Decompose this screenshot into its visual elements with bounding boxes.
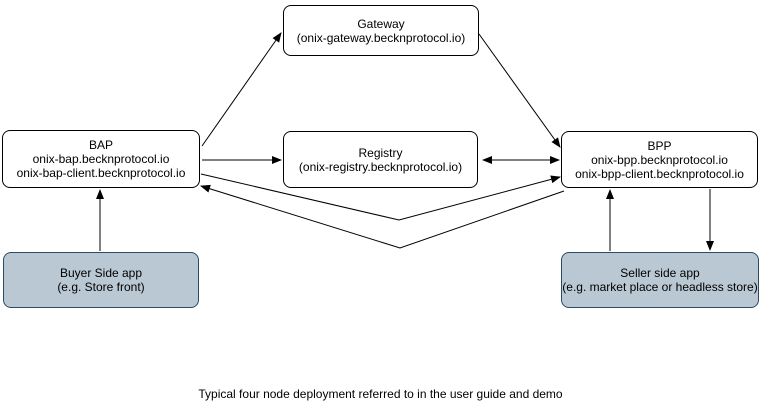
node-bap: BAP onix-bap.becknprotocol.io onix-bap-c…	[2, 130, 200, 188]
node-bpp-title: BPP	[647, 138, 672, 153]
edge-gateway-to-bpp	[478, 33, 561, 148]
node-seller-side-app: Seller side app (e.g. market place or he…	[561, 252, 759, 308]
edge-bpp-to-bap	[200, 184, 565, 249]
node-bap-title: BAP	[88, 138, 113, 152]
node-buyer-title: Buyer Side app	[59, 266, 143, 280]
node-registry-title: Registry	[358, 145, 403, 160]
node-bap-client-domain: onix-bap-client.becknprotocol.io	[16, 166, 186, 180]
edge-bap-to-bpp	[200, 173, 561, 221]
node-bpp: BPP onix-bpp.becknprotocol.io onix-bpp-c…	[561, 131, 758, 188]
node-gateway-domain: (onix-gateway.becknprotocol.io)	[296, 30, 466, 45]
edge-bap-to-gateway	[201, 32, 282, 147]
node-seller-title: Seller side app	[620, 266, 700, 280]
node-gateway-title: Gateway	[357, 16, 405, 31]
node-bpp-client-domain: onix-bpp-client.becknprotocol.io	[575, 166, 744, 181]
node-seller-example: (e.g. market place or headless store)	[562, 280, 758, 294]
node-bap-domain: onix-bap.becknprotocol.io	[32, 152, 170, 166]
node-gateway: Gateway (onix-gateway.becknprotocol.io)	[283, 5, 479, 56]
diagram-caption: Typical four node deployment referred to…	[198, 387, 563, 401]
node-registry-domain: (onix-registry.becknprotocol.io)	[298, 159, 463, 174]
node-bpp-domain: onix-bpp.becknprotocol.io	[591, 152, 728, 167]
node-buyer-example: (e.g. Store front)	[57, 280, 145, 294]
node-buyer-side-app: Buyer Side app (e.g. Store front)	[3, 252, 199, 308]
node-registry: Registry (onix-registry.becknprotocol.io…	[283, 131, 478, 188]
